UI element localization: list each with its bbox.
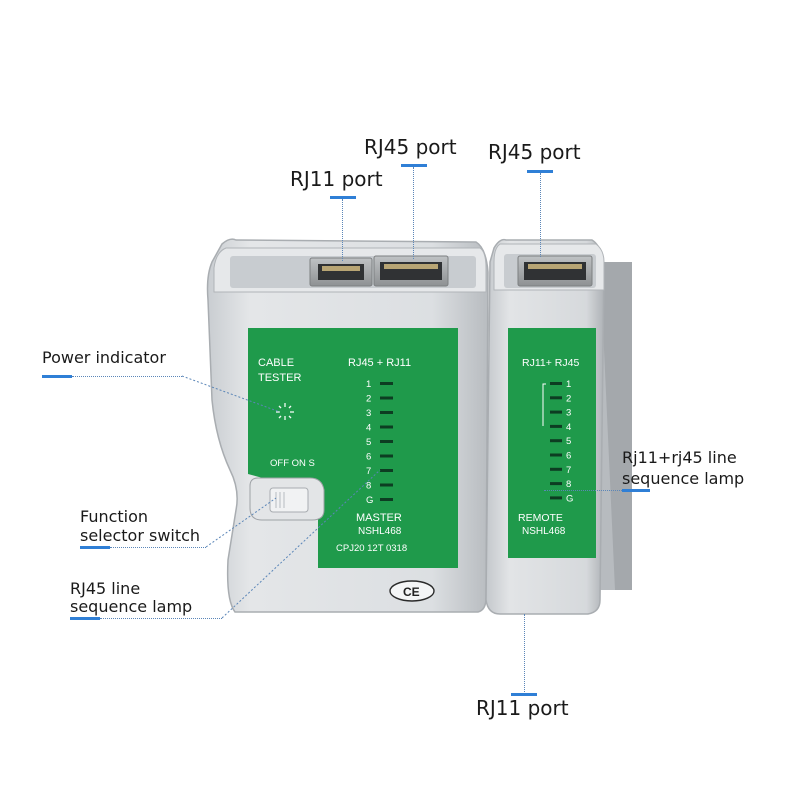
master-led-label: 8 — [366, 481, 371, 492]
remote-led-label: 7 — [566, 465, 571, 476]
remote-led-bar — [550, 424, 562, 428]
remote-led-bar — [550, 382, 562, 385]
master-led-bars: 1 2 3 4 5 6 7 8G — [366, 379, 393, 506]
callout-function-selector-line2: selector switch — [80, 526, 201, 545]
callout-tick — [42, 375, 72, 378]
switch-labels: OFF ON S — [270, 458, 315, 469]
master-led-bar — [380, 498, 393, 501]
master-led-label: 4 — [366, 423, 371, 434]
master-led-label: 2 — [366, 394, 371, 405]
remote-led-label: 5 — [566, 436, 571, 447]
callout-leader — [72, 376, 182, 377]
master-led-bar — [380, 411, 393, 414]
remote-led-label: 4 — [566, 422, 571, 433]
ce-mark: CE — [403, 585, 420, 599]
master-title-line1: CABLE — [258, 357, 294, 369]
master-led-bar — [380, 454, 393, 458]
callout-leader — [524, 614, 525, 694]
remote-led-label: 6 — [566, 451, 571, 462]
callout-power-indicator: Power indicator — [42, 348, 166, 367]
master-header: RJ45 + RJ11 — [348, 357, 411, 369]
master-led-bar — [380, 425, 393, 429]
remote-led-label: 3 — [566, 408, 571, 419]
callout-seq-lamp-line1: Rj11+rj45 line — [622, 448, 737, 467]
master-led-label: 1 — [366, 379, 371, 390]
master-led-label: 6 — [366, 452, 371, 463]
master-led-label: 7 — [366, 466, 371, 477]
callout-function-selector-line1: Function — [80, 507, 149, 526]
master-led-label: 3 — [366, 408, 371, 419]
remote-led-bar — [550, 482, 562, 486]
callout-rj45-port-right: RJ45 port — [488, 140, 581, 164]
remote-led-bar — [550, 410, 562, 414]
remote-led-bar — [550, 396, 562, 400]
rj45-port-master — [373, 255, 449, 287]
callout-leader — [540, 173, 541, 257]
power-indicator-led — [276, 403, 294, 420]
remote-led-bar — [550, 453, 562, 457]
switch-grip — [275, 492, 285, 508]
callout-rj11-port-bottom: RJ11 port — [476, 696, 569, 720]
callout-rj45-lamp-line1: RJ45 line — [70, 579, 141, 598]
master-led-bar — [380, 396, 393, 400]
callout-leader — [100, 618, 222, 619]
master-led-bar — [380, 469, 393, 472]
callout-rj45-lamp-line2: sequence lamp — [70, 597, 193, 616]
rj11-port-master — [309, 257, 373, 287]
master-model-line1: MASTER — [356, 512, 402, 524]
callout-tick — [70, 617, 100, 620]
callout-tick — [80, 546, 110, 549]
callout-leader — [110, 547, 206, 548]
master-title-line2: TESTER — [258, 372, 301, 384]
callout-tick — [401, 164, 427, 167]
master-led-label: G — [366, 495, 373, 506]
callout-tick — [511, 693, 537, 696]
remote-model-line2: NSHL468 — [522, 526, 566, 537]
remote-led-bar — [550, 496, 562, 500]
master-led-bar — [380, 382, 393, 385]
remote-led-bars: 1 2 3 4 5 6 7 8G — [550, 379, 573, 504]
master-model-line2: NSHL468 — [358, 526, 402, 537]
master-led-bar — [380, 440, 393, 443]
master-led-label: 5 — [366, 437, 371, 448]
callout-leader-diagonal — [221, 469, 381, 619]
remote-model-line1: REMOTE — [518, 512, 563, 524]
remote-led-bar — [550, 439, 562, 443]
master-code: CPJ20 12T 0318 — [336, 543, 407, 554]
callout-tick — [330, 196, 356, 199]
ce-mark-oval — [389, 580, 435, 602]
callout-leader — [544, 490, 622, 491]
remote-led-label: G — [566, 493, 573, 504]
remote-green-panel — [508, 328, 596, 558]
remote-led-bar — [550, 467, 562, 471]
remote-side-strap-shadow — [600, 262, 632, 590]
remote-led-label: 8 — [566, 479, 571, 490]
remote-led-label: 2 — [566, 393, 571, 404]
callout-tick — [622, 489, 650, 492]
master-led-bar — [380, 483, 393, 487]
callout-seq-lamp-line2: sequence lamp — [622, 469, 745, 488]
remote-bracket — [542, 383, 546, 426]
remote-led-label: 1 — [566, 379, 571, 390]
callout-leader — [413, 167, 414, 259]
master-green-panel — [248, 328, 458, 568]
rj45-port-remote — [517, 255, 593, 287]
callout-leader-diagonal — [181, 375, 281, 413]
remote-header: RJ11+ RJ45 — [522, 357, 579, 369]
callout-rj11-port-top: RJ11 port — [290, 167, 383, 191]
callout-tick — [527, 170, 553, 173]
callout-rj45-port-left: RJ45 port — [364, 135, 457, 159]
callout-leader — [342, 199, 343, 261]
